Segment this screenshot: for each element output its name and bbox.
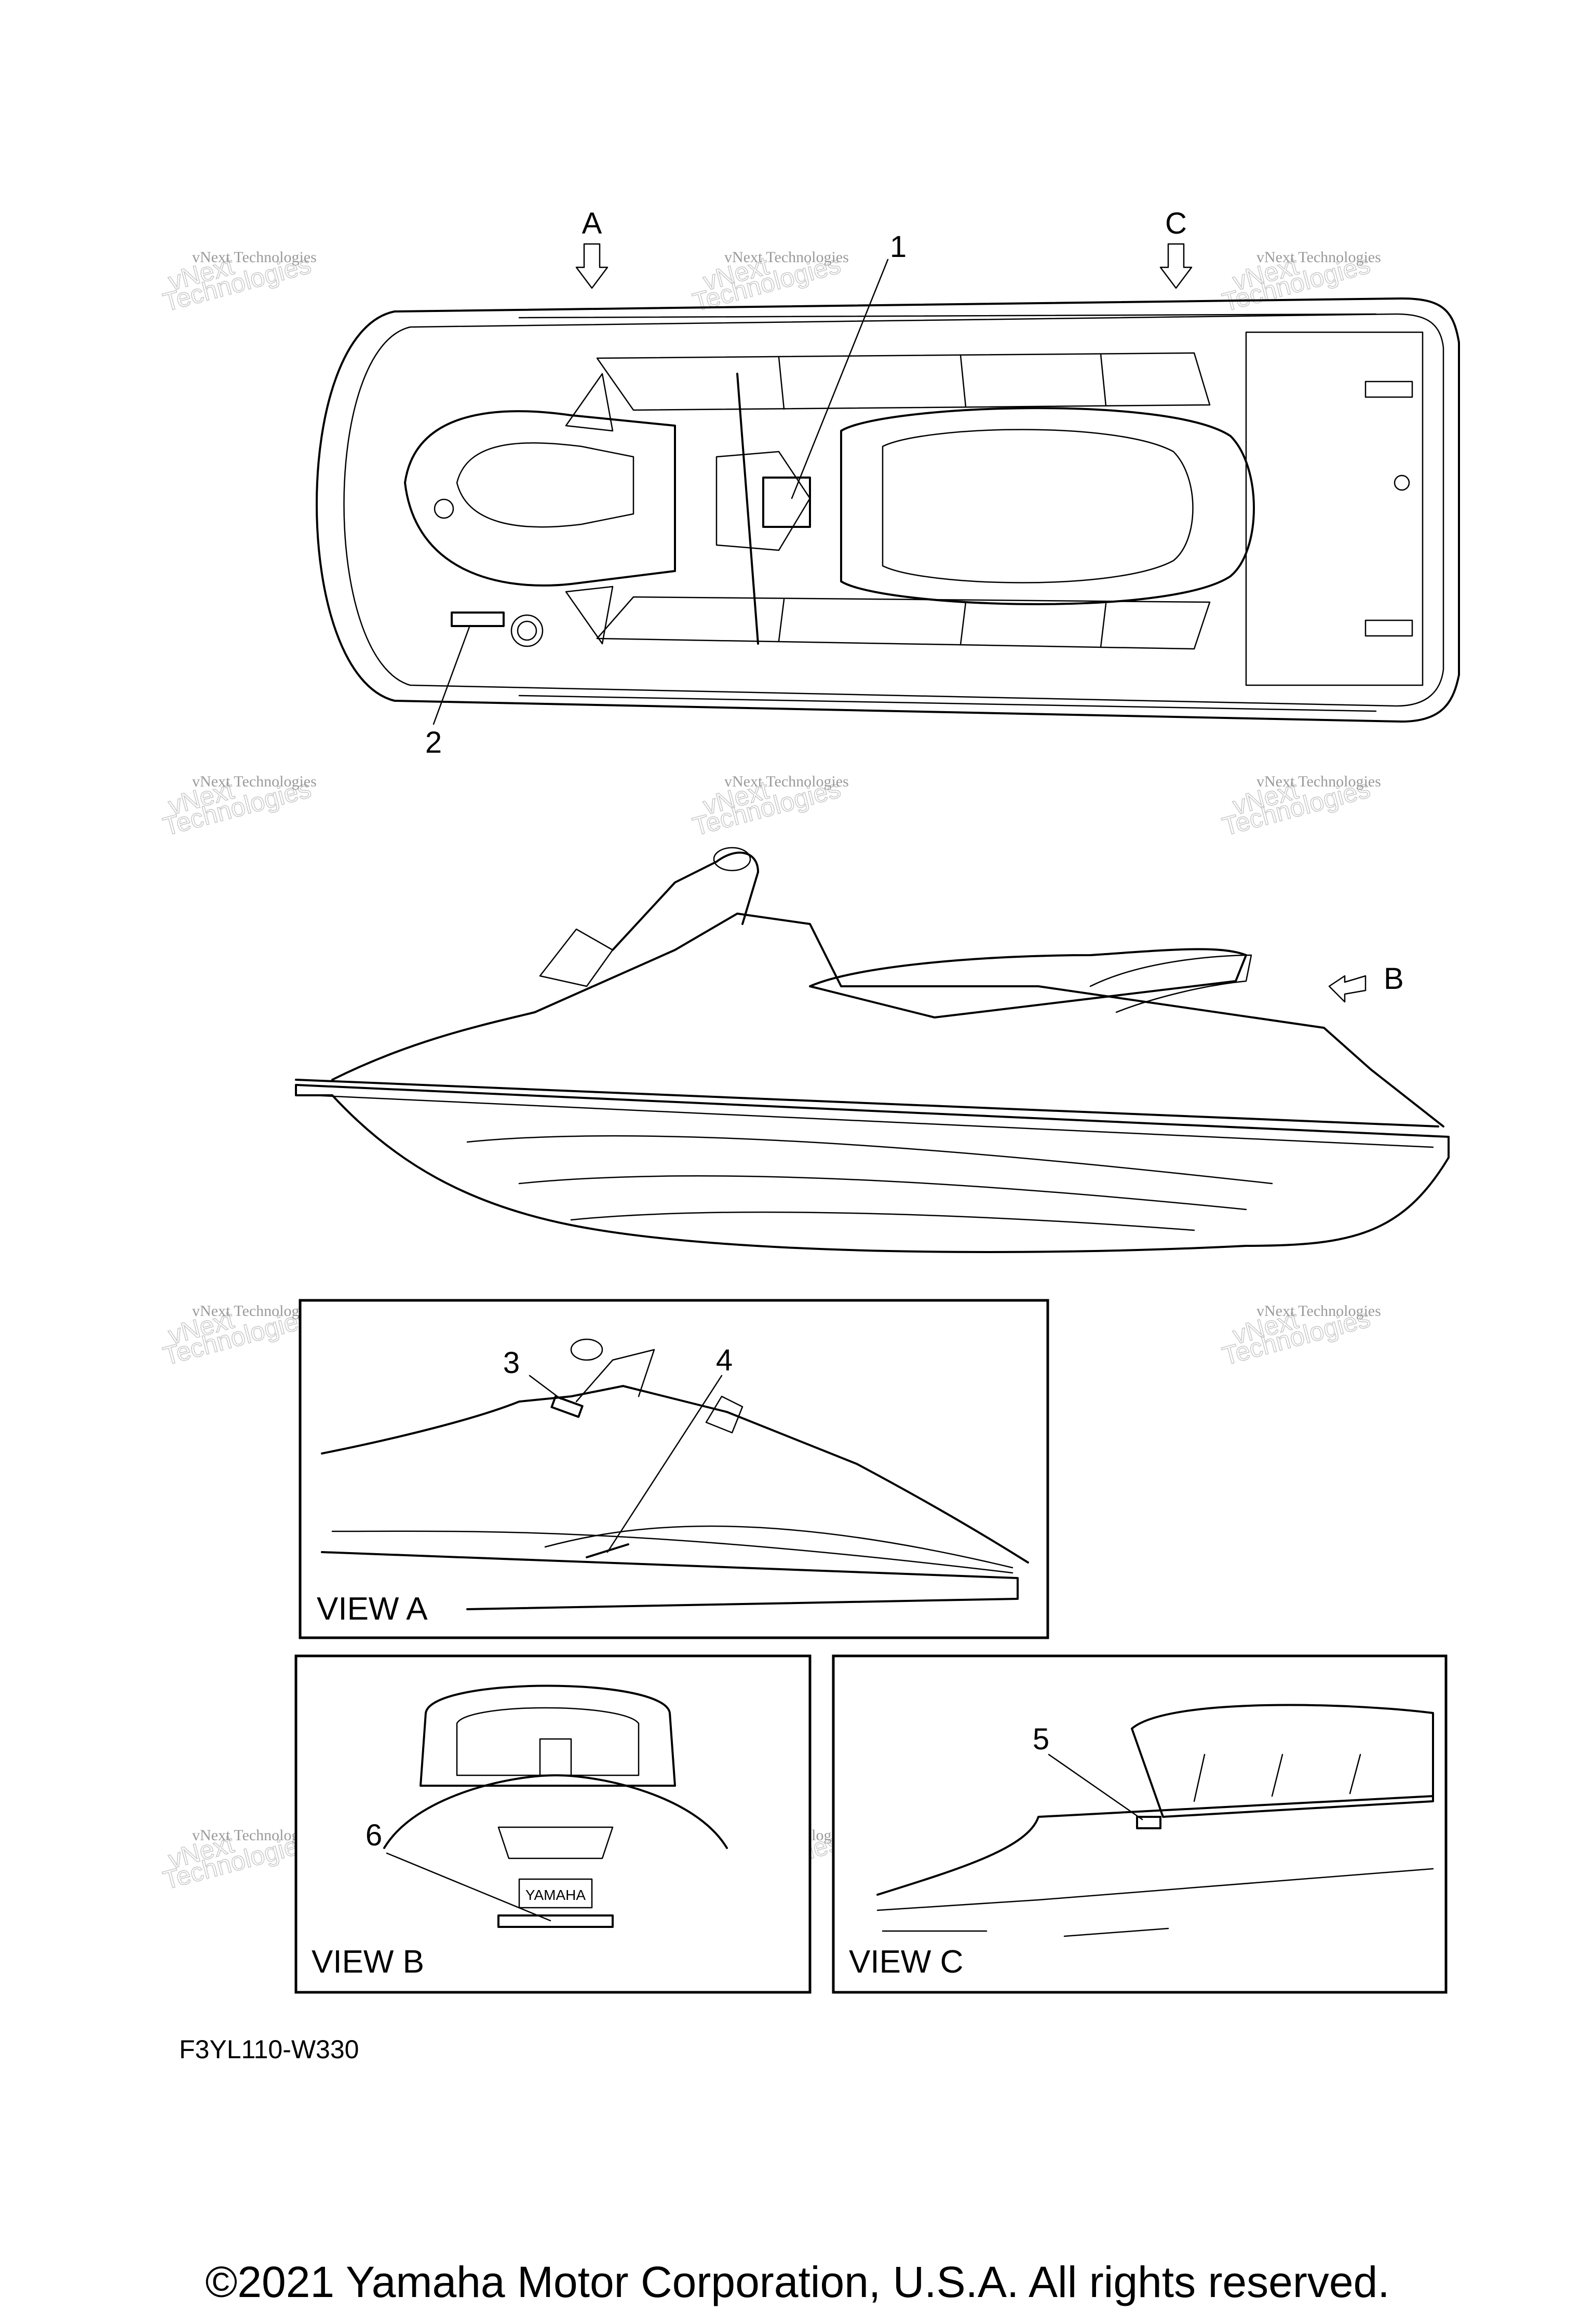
top-view: A C 1 2 (316, 207, 1460, 759)
mirror (565, 373, 614, 432)
callout-5: 5 (1033, 1722, 1049, 1756)
upper-deck (331, 913, 1444, 1127)
hull-inner-outline (343, 313, 1444, 707)
svg-text:vNext Technologies: vNext Technologies (724, 249, 849, 266)
watermark: vNext Technologies vNext Technologies (160, 1827, 317, 1895)
svg-text:vNext Technologies: vNext Technologies (192, 1302, 317, 1320)
seat (840, 407, 1255, 605)
decal-2 (451, 611, 505, 627)
leader-3 (529, 1375, 562, 1400)
view-a-frame (299, 1299, 1049, 1639)
view-b-frame (294, 1654, 812, 1994)
arrow-c (1159, 243, 1193, 289)
watermark: vNext Technologies vNext Technologies (1219, 1302, 1381, 1371)
deck-mat (596, 352, 1211, 411)
leader-5 (1048, 1754, 1143, 1820)
decal-4 (586, 1543, 629, 1558)
plate-text: YAMAHA (525, 1887, 586, 1903)
handlebar (736, 373, 759, 645)
deck-mat (596, 596, 1211, 650)
arrow-a-label: A (582, 207, 602, 240)
windscreen (539, 928, 614, 987)
hull-stripe (518, 1175, 1247, 1211)
watermark: vNext Technologies vNext Technologies (1219, 773, 1381, 841)
view-a-label: VIEW A (317, 1591, 428, 1627)
decal-3 (550, 1395, 584, 1418)
arrow-a (575, 243, 609, 289)
arrow-c-label: C (1165, 207, 1187, 240)
watermark: vNext Technologies vNext Technologies (160, 1302, 317, 1371)
watermarks: vNext Technologies vNext Technologies vN… (160, 249, 1381, 1895)
rub-rail-side (295, 1079, 1439, 1127)
handlebar-tower (612, 851, 759, 951)
decal-5 (1136, 1816, 1161, 1829)
leader-1 (791, 259, 889, 499)
svg-text:vNext Technologies: vNext Technologies (724, 773, 849, 790)
hull-stripe (570, 1211, 1195, 1231)
watermark: vNext Technologies vNext Technologies (1219, 249, 1381, 317)
callout-2: 2 (425, 726, 442, 759)
decal-6 (497, 1914, 614, 1928)
side-seat (809, 948, 1247, 1018)
svg-text:vNext Technologies: vNext Technologies (1256, 1302, 1381, 1320)
view-c-label: VIEW C (849, 1944, 963, 1980)
leader-4 (606, 1375, 723, 1553)
leader-2 (432, 624, 471, 725)
svg-text:vNext Technologies: vNext Technologies (1256, 773, 1381, 790)
side-hull (295, 1084, 1450, 1253)
part-code: F3YL110-W330 (179, 2035, 359, 2064)
view-c-frame (832, 1654, 1448, 1994)
copyright-notice: ©2021 Yamaha Motor Corporation, U.S.A. A… (205, 2258, 1389, 2306)
rub-rail (518, 313, 1377, 319)
callout-1: 1 (890, 230, 907, 264)
view-b-label: VIEW B (312, 1944, 424, 1980)
rub-rail (518, 695, 1377, 712)
mirror (565, 586, 614, 645)
view-b-panel: YAMAHA 6 VIEW B (294, 1654, 812, 1994)
decal-1 (762, 477, 811, 528)
hull-outline (316, 297, 1460, 723)
hood (404, 410, 676, 587)
callout-3: 3 (503, 1346, 520, 1380)
view-a-panel: 3 4 VIEW A (299, 1299, 1049, 1639)
watermark: vNext Technologies vNext Technologies (160, 773, 317, 841)
rear-handle (1089, 954, 1252, 1013)
svg-text:vNext Technologies: vNext Technologies (1256, 249, 1381, 266)
leader-6 (386, 1852, 551, 1922)
side-view: B (295, 847, 1450, 1253)
svg-text:vNext Technologies: vNext Technologies (192, 773, 317, 790)
view-c-panel: 5 VIEW C (832, 1654, 1448, 1994)
hull-stripe (466, 1135, 1273, 1185)
svg-text:vNext Technologies: vNext Technologies (192, 249, 317, 266)
arrow-b-label: B (1384, 962, 1404, 996)
license-plate-bracket (518, 1878, 593, 1909)
watermark: vNext Technologies vNext Technologies (160, 249, 317, 317)
arrow-b (1328, 975, 1367, 1003)
callout-6: 6 (366, 1818, 382, 1852)
stern-platform (1245, 331, 1424, 686)
callout-4: 4 (716, 1343, 733, 1377)
watermark: vNext Technologies vNext Technologies (690, 773, 849, 841)
